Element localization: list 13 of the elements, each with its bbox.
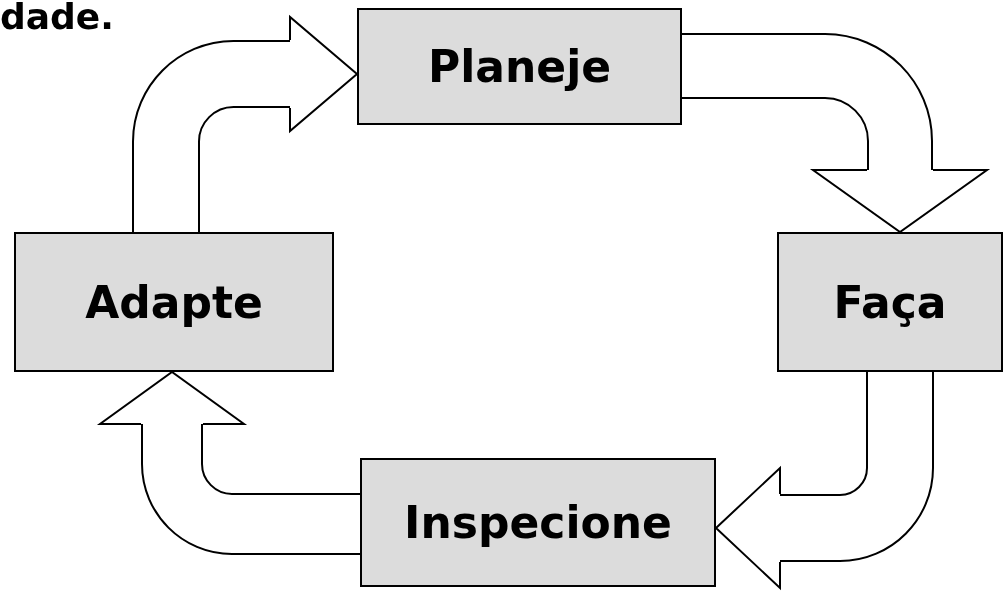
- step-label: Faça: [833, 276, 947, 328]
- process-box: [357, 8, 682, 125]
- step-label: Planeje: [427, 41, 612, 92]
- block-arrow: [715, 372, 934, 589]
- process-box: [360, 458, 716, 587]
- step-label: Adapte: [85, 276, 263, 328]
- heading-fragment: dade.: [0, 0, 114, 37]
- block-arrow: [682, 33, 988, 233]
- process-box: [14, 232, 334, 372]
- block-arrow: [132, 16, 358, 232]
- process-box: [777, 232, 1003, 372]
- block-arrow: [99, 371, 360, 555]
- step-label: Inspecione: [404, 497, 672, 548]
